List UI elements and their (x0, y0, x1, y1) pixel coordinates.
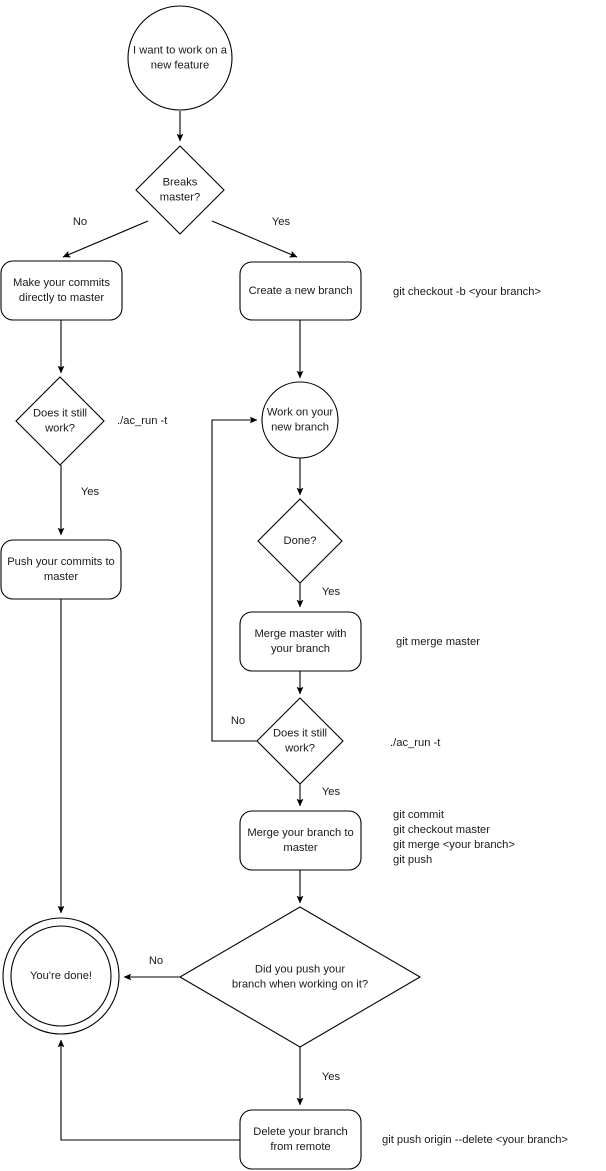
annotation-ann-pushdelete: git push origin --delete <your branch> (382, 1134, 568, 1146)
flow-node-commits_master (0, 260, 123, 321)
flow-node-work_branch (261, 381, 339, 459)
flow-node-new_branch (239, 261, 362, 321)
annotation-ann-acrun-2: ./ac_run -t (390, 737, 441, 749)
flow-edge (62, 220, 149, 258)
edge-label: Yes (272, 216, 291, 228)
node-label-new_branch: Create a new branch (249, 285, 353, 297)
flow-edge (211, 416, 258, 742)
annotation-ann-mergemaster: git merge master (396, 636, 480, 648)
flow-node-push_master (0, 539, 122, 600)
node-label-youre_done: You're done! (30, 970, 92, 982)
flow-node-youre_done (2, 917, 120, 1035)
edge-label: No (231, 715, 245, 727)
flow-node-still_work_2 (256, 697, 344, 785)
flow-node-breaks (135, 145, 225, 235)
edge-label: Yes (322, 786, 341, 798)
edge-label: No (149, 955, 163, 967)
flow-node-still_work_1 (15, 376, 105, 466)
flow-node-done_q (257, 498, 343, 584)
flow-node-did_push (178, 906, 422, 1048)
flow-node-merge_branch (239, 810, 362, 871)
edge-label: Yes (81, 486, 100, 498)
edge-label: No (73, 216, 87, 228)
flow-edge (57, 1039, 240, 1141)
flow-edge (211, 220, 298, 258)
edge-label: Yes (322, 586, 341, 598)
annotation-ann-checkout: git checkout -b <your branch> (393, 286, 541, 298)
edges-layer (57, 111, 304, 1141)
flow-node-merge_master (239, 611, 362, 672)
node-label-done_q: Done? (284, 535, 317, 547)
flow-node-start (127, 5, 233, 111)
edge-label: Yes (322, 1071, 341, 1083)
annotation-ann-acrun-1: ./ac_run -t (117, 415, 168, 427)
annotations-layer: git checkout -b <your branch> ./ac_run -t… (117, 286, 568, 1146)
flow-node-delete_branch (239, 1109, 362, 1170)
